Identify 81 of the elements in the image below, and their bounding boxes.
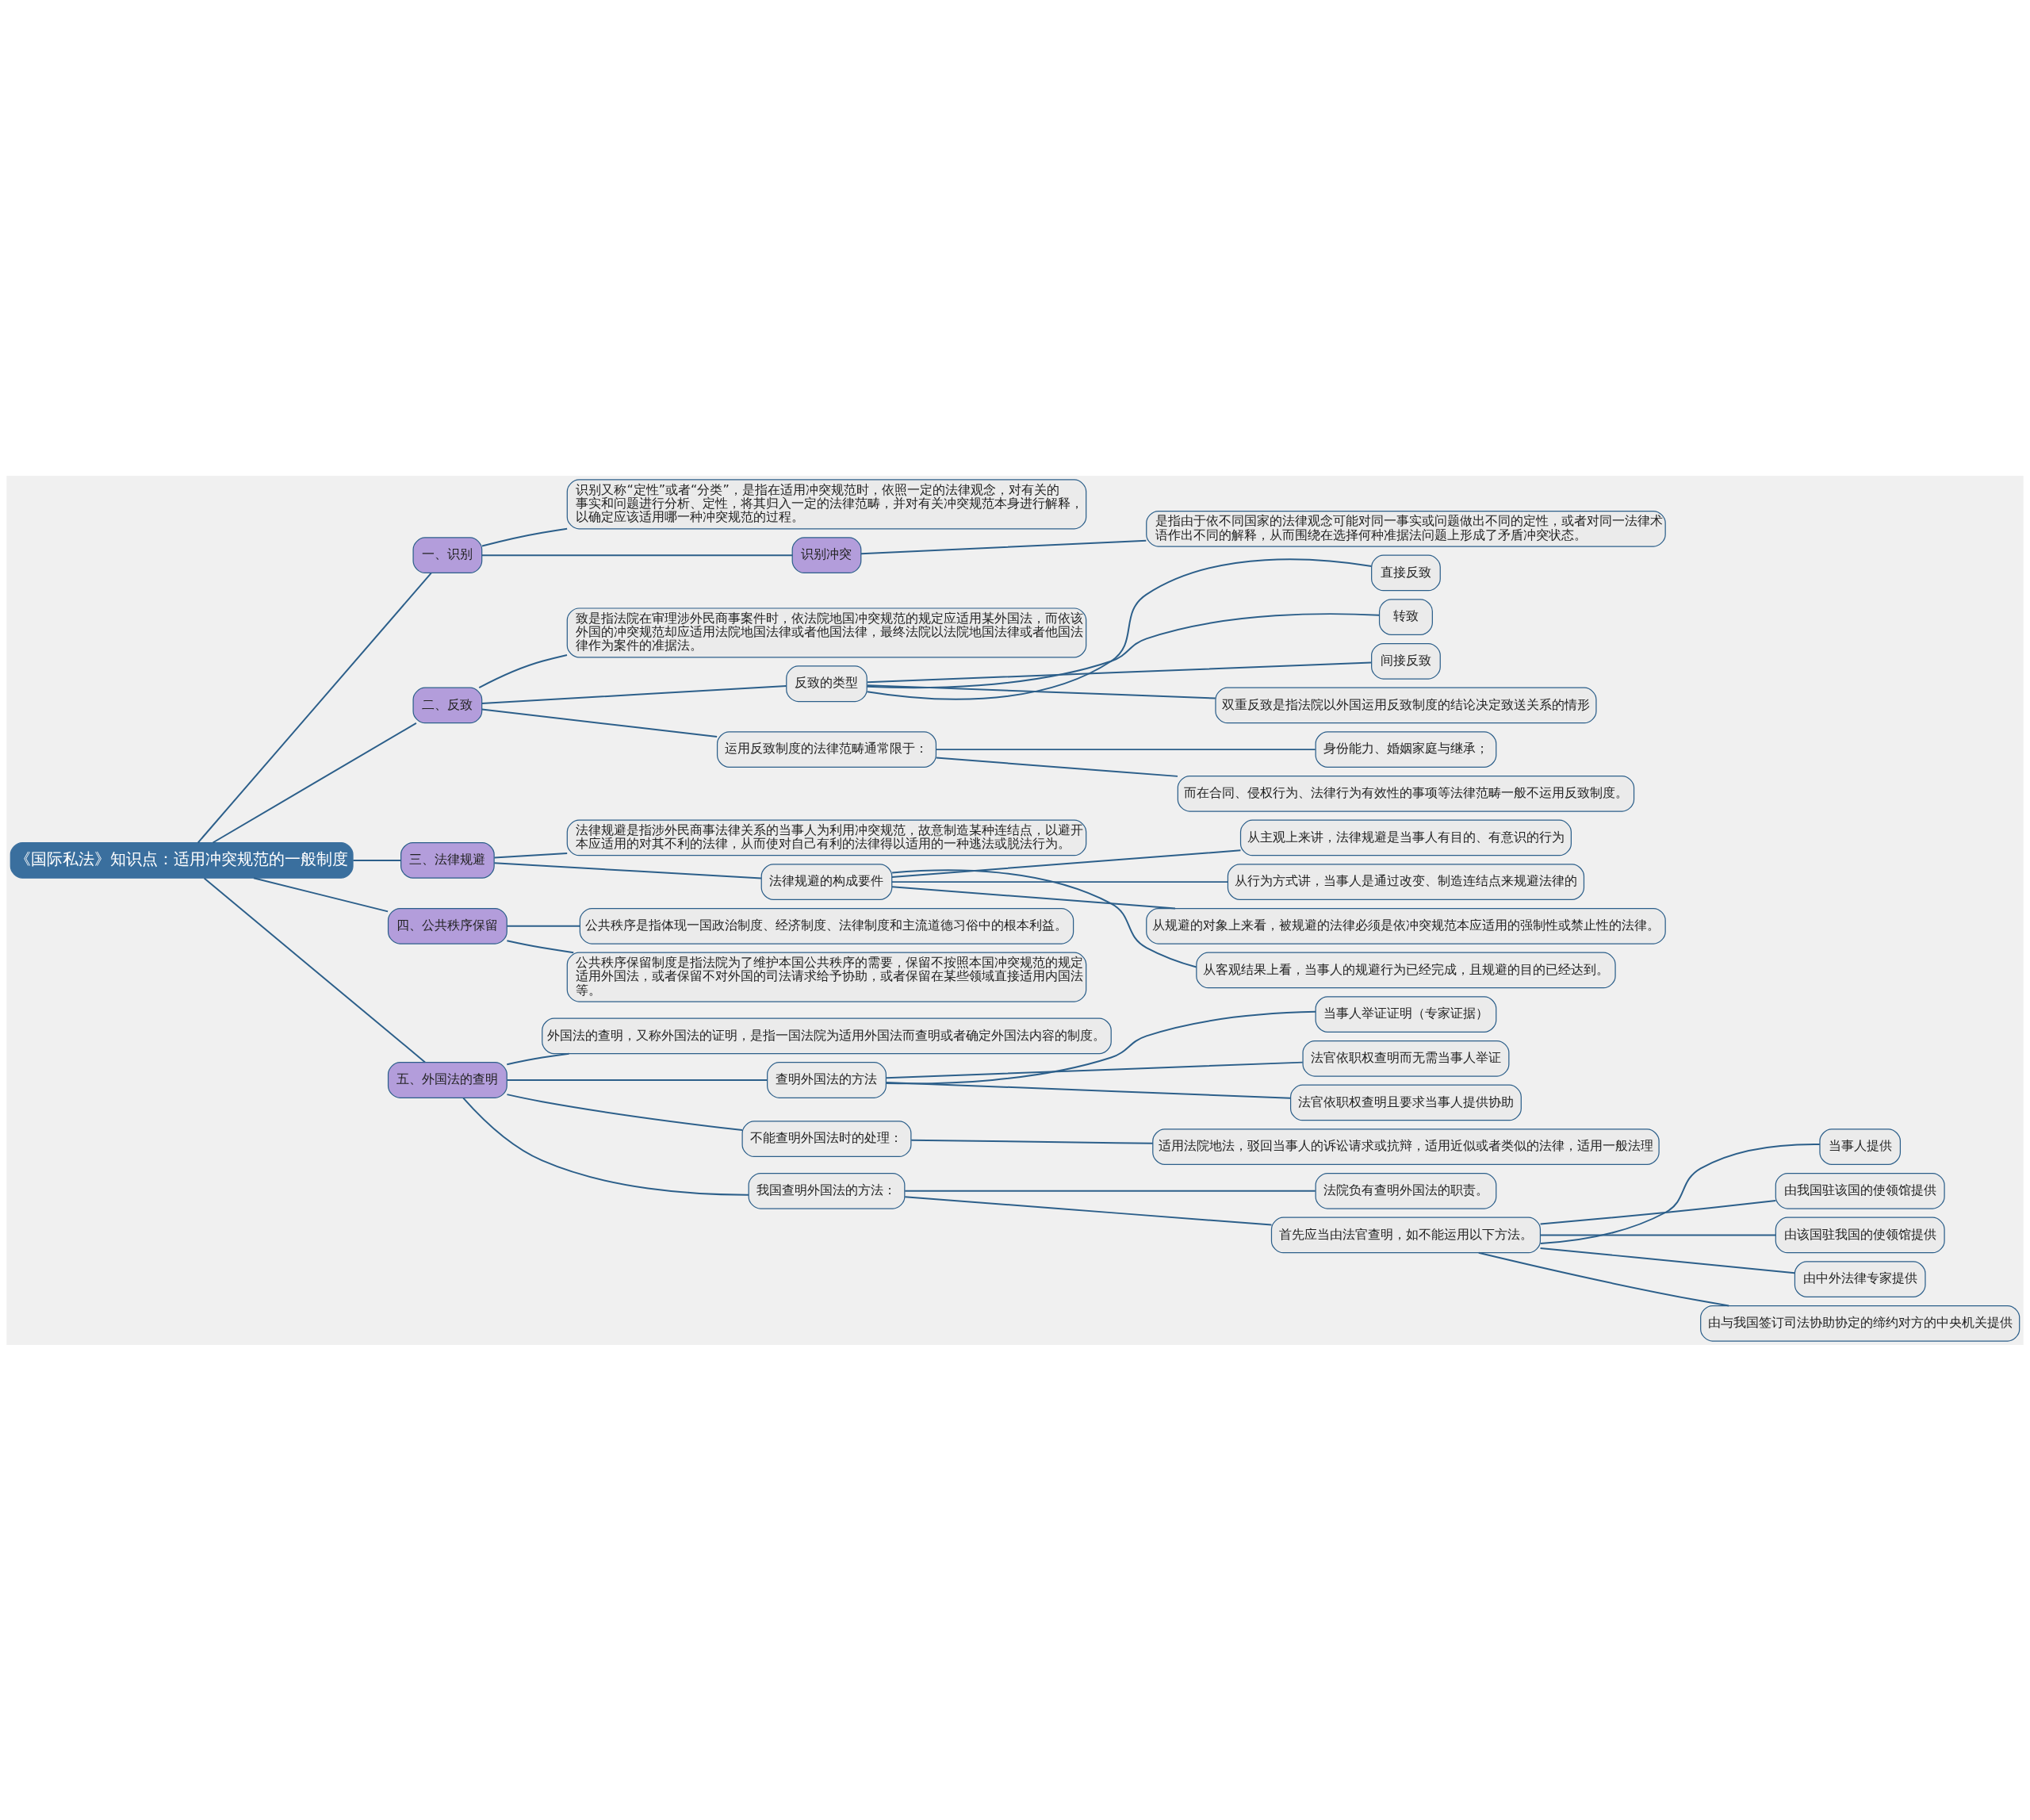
connector — [885, 1081, 1292, 1099]
node-box: 由中外法律专家提供 — [1794, 1260, 1926, 1297]
node-box: 运用反致制度的法律范畴通常限于： — [716, 730, 937, 768]
connector — [197, 572, 432, 844]
connector — [1539, 1199, 1777, 1224]
node-box: 是指由于依不同国家的法律观念可能对同一事实或问题做出不同的定性，或者对同一法律术语作出不同的解释，从而围绕在选择何种准据法问题上形成了矛盾冲突状态。 — [1146, 510, 1666, 547]
connector — [481, 707, 718, 738]
connector — [352, 859, 402, 861]
node-box: 二、反致 — [412, 687, 483, 723]
node-box: 转致 — [1378, 598, 1433, 635]
connector — [493, 861, 762, 879]
connector — [212, 722, 417, 843]
connector — [1477, 1251, 1730, 1306]
connector — [885, 1061, 1304, 1079]
node-box: 法律规避是指涉外民商事法律关系的当事人为利用冲突规范，故意制造某种连结点，以避开本应适用的对其不利的法律，从而使对自己有利的法律得以适用的一种逃法或脱法行为。 — [566, 819, 1087, 856]
node-box: 我国查明外国法的方法： — [748, 1172, 906, 1209]
connector — [935, 757, 1178, 777]
node-box: 识别又称“定性”或者“分类”，是指在适用冲突规范时，依照一定的法律观念，对有关的事实和问题进行分析、定性，将其归入一定的法律范畴，并对有关冲突规范本身进行解释，以确定应该适用哪一种冲突规范的过程。 — [566, 478, 1087, 529]
node-box: 首先应当由法官查明，如不能运用以下方法。 — [1270, 1217, 1542, 1253]
node-box: 从规避的对象上来看，被规避的法律必须是依冲突规范本应适用的强制性或禁止性的法律。 — [1146, 907, 1666, 944]
connector — [506, 1052, 570, 1065]
node-box: 身份能力、婚姻家庭与继承； — [1315, 730, 1497, 768]
node-box: 不能查明外国法时的处理： — [741, 1120, 912, 1157]
node-box: 由我国驻该国的使领馆提供 — [1775, 1172, 1945, 1209]
node-box: 一、识别 — [412, 536, 483, 573]
connector — [866, 557, 1373, 700]
connector — [860, 539, 1147, 554]
node-box: 直接反致 — [1371, 554, 1441, 591]
node-box: 致是指法院在审理涉外民商事案件时，依法院地国冲突规范的规定应适用某外国法，而依该外国的冲突规范却应适用法院地国法律或者他国法律，最终法院以法院地国法律或者他国法律作为案件的准据法。 — [566, 607, 1087, 657]
node-box: 五、外国法的查明 — [387, 1061, 508, 1098]
connector — [253, 876, 389, 912]
node-box: 双重反致是指法院以外国运用反致制度的结论决定致送关系的情形 — [1215, 687, 1597, 723]
node-box: 公共秩序保留制度是指法院为了维护本国公共秩序的需要，保留不按照本国冲突规范的规定适用外国法，或者保留不对外国的司法请求给予协助，或者保留在某些领域直接适用内国法等。 — [566, 952, 1087, 1002]
node-box: 而在合同、侵权行为、法律行为有效性的事项等法律范畴一般不运用反致制度。 — [1177, 775, 1635, 812]
connector — [891, 885, 1176, 909]
connector — [935, 748, 1316, 750]
node-box: 识别冲突 — [791, 536, 862, 573]
node-box: 外国法的查明，又称外国法的证明，是指一国法院为适用外国法而查明或者确定外国法内容的制度。 — [542, 1017, 1112, 1054]
node-box: 当事人举证证明（专家证据） — [1315, 995, 1497, 1033]
connector — [506, 925, 581, 927]
node-box: 查明外国法的方法 — [767, 1061, 887, 1098]
connector — [891, 880, 1229, 883]
connector — [910, 1139, 1154, 1144]
node-box: 公共秩序是指体现一国政治制度、经济制度、法律制度和主流道德习俗中的根本利益。 — [579, 907, 1074, 944]
connector — [866, 661, 1373, 683]
node-box: 《国际私法》知识点：适用冲突规范的一般制度 — [10, 841, 354, 879]
node-box: 间接反致 — [1371, 642, 1441, 680]
node-box: 从主观上来讲，法律规避是当事人有目的、有意识的行为 — [1239, 819, 1572, 856]
connector — [506, 939, 575, 953]
connector — [481, 554, 794, 556]
connector — [1539, 1233, 1777, 1236]
node-box: 法官依职权查明而无需当事人举证 — [1302, 1040, 1510, 1077]
connector — [203, 877, 426, 1063]
node-box: 由与我国签订司法协助协定的缔约对方的中央机关提供 — [1700, 1305, 2020, 1342]
connector — [1539, 1143, 1821, 1244]
connector — [506, 1093, 743, 1131]
connector — [478, 653, 568, 688]
node-box: 从行为方式讲，当事人是通过改变、制造连结点来规避法律的 — [1227, 863, 1585, 900]
connector — [885, 1010, 1317, 1084]
connector — [891, 868, 1197, 967]
node-box: 四、公共秩序保留 — [387, 907, 508, 944]
connector — [866, 684, 1216, 699]
connector — [866, 612, 1381, 688]
node-box: 法官依职权查明且要求当事人提供协助 — [1290, 1084, 1522, 1121]
connector — [481, 527, 569, 546]
connector — [506, 1079, 768, 1081]
connector — [904, 1195, 1273, 1226]
connector — [904, 1190, 1316, 1192]
node-box: 法院负有查明外国法的职责。 — [1315, 1172, 1497, 1209]
node-box: 反致的类型 — [786, 665, 868, 702]
node-box: 法律规避的构成要件 — [760, 863, 893, 900]
connector — [891, 849, 1242, 878]
connector — [493, 852, 569, 858]
node-box: 当事人提供 — [1819, 1128, 1902, 1165]
connector — [481, 684, 787, 704]
node-box: 从客观结果上看，当事人的规避行为已经完成，且规避的目的已经达到。 — [1196, 952, 1616, 988]
node-box: 三、法律规避 — [400, 841, 495, 879]
node-box: 适用法院地法，驳回当事人的诉讼请求或抗辩，适用近似或者类似的法律，适用一般法理 — [1152, 1128, 1660, 1165]
connector — [462, 1097, 749, 1196]
node-box: 由该国驻我国的使领馆提供 — [1775, 1217, 1945, 1253]
connector — [1539, 1247, 1796, 1274]
